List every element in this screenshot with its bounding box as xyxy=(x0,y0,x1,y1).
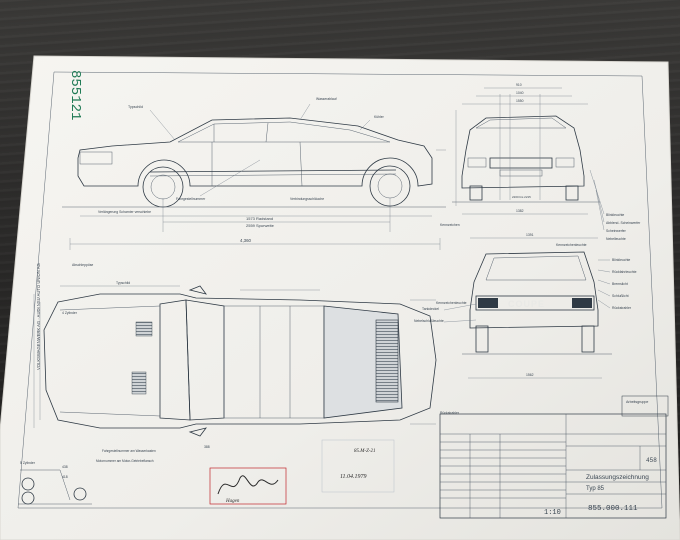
top-label-tow: Abschleppöse xyxy=(72,263,93,267)
side-label-typschild: Typschild xyxy=(128,105,143,109)
front-label-headlight: Scheinwerfer xyxy=(606,229,627,233)
stamp-handwriting-2: 11.04.1979 xyxy=(340,473,367,480)
rear-label-rear-fog: Nebelschlußleuchte xyxy=(414,319,444,323)
rear-label-brake: Bremslicht xyxy=(612,282,628,286)
side-dim-wheelbase: 1573 Radstand xyxy=(246,216,273,221)
side-label-hinge: Verlängerung Scharnier verschiebe xyxy=(98,210,151,214)
title-drawing-name: Zulassungszeichnung xyxy=(586,474,649,481)
rear-label-tail: Schlußlicht xyxy=(612,294,629,298)
rear-label-plate-light: Kennzeichenleuchte xyxy=(556,243,587,247)
title-format: 458 xyxy=(646,457,657,464)
top-dim-3: 388 xyxy=(204,445,210,449)
top-label-chassis-no: Fahrgestellnummer am Wasserkasten xyxy=(102,449,156,453)
top-label-4cyl: 4 Zylinder xyxy=(62,311,78,315)
top-label-plate-light: Kennzeichenleuchte xyxy=(436,301,467,305)
stamp-handwriting-1: 85.M-Z-21 xyxy=(354,449,376,454)
signature: Hagen xyxy=(225,499,240,504)
side-dim-length: 4,360 xyxy=(240,238,252,243)
front-label-blinker: Blinkleuchte xyxy=(606,213,624,217)
top-dim-2: 418 xyxy=(62,475,68,479)
rear-badge: COUPE xyxy=(508,299,545,309)
rear-view-car xyxy=(443,237,612,379)
rear-dim-2: 1562 xyxy=(526,373,534,377)
title-scale: 1:10 xyxy=(544,509,561,517)
front-dim-2: 1040 xyxy=(516,91,524,95)
drawing-number-vertical: 855121 xyxy=(67,70,83,120)
top-dim-1: 438 xyxy=(62,465,68,469)
side-view-car xyxy=(62,103,446,250)
company-text-vertical: VOLKSWAGENWERK AG · AUDI NSU AUTO UNION … xyxy=(36,263,41,370)
side-label-chassis: Fahrgestellnummer xyxy=(176,197,206,201)
front-dim-1: 910 xyxy=(516,83,522,87)
drawing-border xyxy=(17,71,663,509)
front-view-car xyxy=(452,87,605,231)
front-label-plate: Kennzeichen xyxy=(440,223,460,227)
top-label-reflector: Rückstrahler xyxy=(440,411,460,415)
top-view-car xyxy=(18,285,437,505)
top-label-typschild: Typschild xyxy=(116,281,130,285)
title-block xyxy=(439,395,669,519)
title-type: Typ 85 xyxy=(586,486,605,492)
front-dim-5: 2200 bis 2215 xyxy=(512,195,531,199)
rear-label-reflector: Rückstrahler xyxy=(612,306,632,310)
approval-stamp xyxy=(209,439,395,505)
front-label-lowbeam: Abblend- Scheinwerfer xyxy=(606,221,641,225)
top-label-engine-no: Motornummer am Motor-Getriebeflansch xyxy=(96,459,154,463)
front-dim-3: 1550 xyxy=(516,99,524,103)
rear-label-blinker: Blinkleuchte xyxy=(612,258,630,262)
top-label-5cyl: 5 Zylinder xyxy=(20,461,36,465)
side-dim-track: 2559 Spurweite xyxy=(246,223,275,228)
side-label-hoses: Verbindungsschläuche xyxy=(290,197,324,201)
rear-label-fuel: Tankdeckel xyxy=(422,307,439,311)
rear-dim-1: 1391 xyxy=(526,233,534,237)
front-label-fog: Nebelleuchte xyxy=(606,237,626,241)
side-label-cooler: Kühler xyxy=(374,115,385,119)
front-dim-4: 1382 xyxy=(516,209,524,213)
title-number: 855.000.111 xyxy=(588,505,638,513)
title-note-header: Arbeitsgruppe xyxy=(626,400,648,404)
side-label-drain: Wasserablauf xyxy=(316,97,337,101)
rear-label-reverse: Rückfahrleuchte xyxy=(612,270,637,274)
